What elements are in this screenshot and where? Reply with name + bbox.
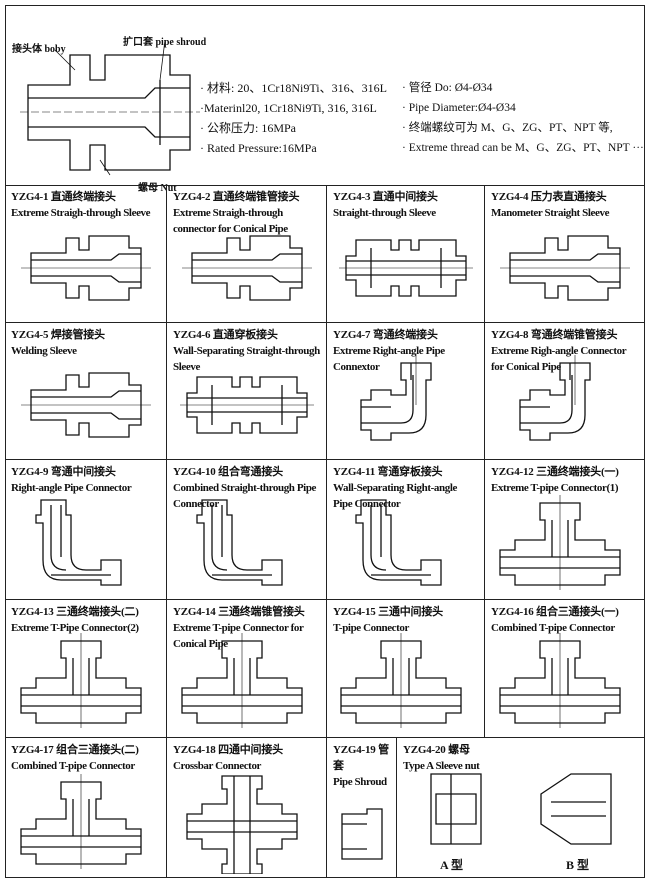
spec-thread-cn: · 终端螺纹可为 M、G、ZG、PT、NPT 等, [402,122,613,134]
fitting-code: YZG4-18 四通中间接头 [173,744,283,756]
elbow2-fitting-icon [355,499,442,586]
fitting-name: Wall-Separating Straight-through Sleeve [173,345,320,373]
fitting-cell: YZG4-6 直通穿板接头 Wall-Separating Straight-th… [167,323,327,460]
fitting-code: YZG4-14 三通终端锥管接头 [173,606,305,618]
fitting-code: YZG4-19 管套 [333,744,389,772]
fitting-cell: YZG4-20 螺母 Type A Sleeve nut [397,738,645,878]
tee-fitting-icon [499,495,621,590]
tee-fitting-icon [181,633,303,728]
spec-thread-en: · Extreme thread can be M、G、ZG、PT、NPT ··… [402,142,644,154]
fitting-cell: YZG4-4 压力表直通接头 Manometer Straight Sleeve [485,185,645,323]
fitting-cell: YZG4-16 组合三通接头(一) Combined T-pipe Connect… [485,600,645,738]
elbow2-fitting-icon [196,499,283,586]
fitting-code: YZG4-15 三通中间接头 [333,606,443,618]
fitting-name: Combined T-pipe Connector [491,622,615,634]
fitting-name: Extreme Straigh-through Sleeve [11,207,151,219]
fitting-code: YZG4-11 弯通穿板接头 [333,466,443,478]
cross-fitting-icon [186,775,298,874]
tee-fitting-icon [20,633,142,728]
fitting-code: YZG4-8 弯通终端锥管接头 [491,329,618,341]
catalog-frame [5,5,645,878]
fitting-cell: YZG4-7 弯通终端接头 Extreme Right-angle Pipe Co… [327,323,485,460]
fitting-code: YZG4-2 直通终端锥管接头 [173,191,300,203]
label-body: 接头体 boby [12,44,66,55]
spec-material-cn: · 材料: 20、1Cr18Ni9Ti、316、316L [200,81,387,95]
fitting-cell: YZG4-10 组合弯通接头 Combined Straight-through … [167,460,327,600]
fitting-cell: YZG4-11 弯通穿板接头 Wall-Separating Right-angl… [327,460,485,600]
divider [5,185,645,186]
fitting-code: YZG4-9 弯通中间接头 [11,466,116,478]
fitting-name: Wall-Separating Right-angle Pipe Connect… [333,482,457,510]
label-nut: 螺母 Nut [138,183,177,194]
fitting-code: YZG4-5 焊接管接头 [11,329,105,341]
spec-diameter-cn: · 管径 Do: Ø4-Ø34 [402,82,493,94]
fitting-cell: YZG4-14 三通终端锥管接头 Extreme T-pipe Connector… [167,600,327,738]
fitting-name: Straight-through Sleeve [333,207,436,219]
type-a-label: A 型 [440,858,464,872]
label-shroud: 扩口套 pipe shroud [123,37,207,48]
fitting-cell: YZG4-2 直通终端锥管接头 Extreme Straigh-through c… [167,185,327,323]
fitting-code: YZG4-20 螺母 [403,744,470,756]
fitting-cell: YZG4-19 管套 Pipe Shroud [327,738,397,878]
fitting-name: Type A Sleeve nut [403,760,480,772]
fitting-cell: YZG4-18 四通中间接头 Crossbar Connector [167,738,327,878]
fitting-name: Combined Straight-through Pipe Connector [173,482,317,510]
nut-fitting-icon [430,773,612,845]
fitting-name: Pipe Shroud [333,776,387,788]
spec-pressure-cn: · 公称压力: 16MPa [200,121,297,135]
fitting-name: Combined T-pipe Connector [11,760,135,772]
fitting-name: Welding Sleeve [11,345,77,357]
fitting-name: Extreme Straigh-through connector for Co… [173,207,288,235]
fitting-name: Extreme T-pipe Connector for Conical Pip… [173,622,304,650]
fitting-code: YZG4-7 弯通终端接头 [333,329,438,341]
specs-right: · 管径 Do: Ø4-Ø34 · Pipe Diameter:Ø4-Ø34 ·… [402,78,644,158]
fitting-cell: YZG4-5 焊接管接头 Welding Sleeve [5,323,167,460]
straight-fitting-icon [182,235,312,301]
fitting-name: Extreme T-pipe Connector(1) [491,482,619,494]
union-fitting-icon [339,239,473,297]
fitting-name: Manometer Straight Sleeve [491,207,610,219]
elbow-fitting-icon [519,355,591,441]
straight-fitting-icon [21,235,151,301]
fitting-code: YZG4-3 直通中间接头 [333,191,438,203]
tee-fitting-icon [340,633,462,728]
elbow2-fitting-icon [35,499,122,586]
fitting-code: YZG4-17 组合三通接头(二) [11,744,139,756]
fitting-code: YZG4-4 压力表直通接头 [491,191,607,203]
fitting-cell: YZG4-8 弯通终端锥管接头 Extreme Righ-angle Connec… [485,323,645,460]
elbow-fitting-icon [360,355,432,441]
fitting-name: T-pipe Connector [333,622,410,634]
fitting-code: YZG4-1 直通终端接头 [11,191,116,203]
spec-pressure-en: · Rated Pressure:16MPa [200,141,317,155]
tee-fitting-icon [20,774,142,869]
straight-fitting-icon [500,235,630,301]
shroud-fitting-icon [341,808,383,860]
fitting-name: Crossbar Connector [173,760,262,772]
fitting-name: Right-angle Pipe Connector [11,482,132,494]
spec-material-en: ·Materinl20, 1Cr18Ni9Ti, 316, 316L [200,101,377,115]
specs-left: · 材料: 20、1Cr18Ni9Ti、316、316L ·Materinl20… [200,78,387,158]
fitting-cell: YZG4-12 三通终端接头(一) Extreme T-pipe Connecto… [485,460,645,600]
fitting-cell: YZG4-1 直通终端接头 Extreme Straigh-through Sle… [5,185,167,323]
fitting-code: YZG4-16 组合三通接头(一) [491,606,619,618]
fitting-cell: YZG4-13 三通终端接头(二) Extreme T-Pipe Connecto… [5,600,167,738]
tee-fitting-icon [499,633,621,728]
fitting-cell: YZG4-17 组合三通接头(二) Combined T-pipe Connect… [5,738,167,878]
straight-fitting-icon [21,372,151,438]
union-fitting-icon [180,376,314,434]
sleeve-diagram [20,40,200,176]
fitting-name: Extreme Righ-angle Connector for Conical… [491,345,627,373]
spec-diameter-en: · Pipe Diameter:Ø4-Ø34 [402,102,516,114]
fitting-name: Extreme Right-angle Pipe Connextor [333,345,445,373]
fitting-cell: YZG4-15 三通中间接头 T-pipe Connector [327,600,485,738]
fitting-code: YZG4-6 直通穿板接头 [173,329,278,341]
type-b-label: B 型 [566,858,590,872]
fitting-cell: YZG4-3 直通中间接头 Straight-through Sleeve [327,185,485,323]
fitting-code: YZG4-12 三通终端接头(一) [491,466,619,478]
fitting-code: YZG4-13 三通终端接头(二) [11,606,139,618]
fitting-code: YZG4-10 组合弯通接头 [173,466,283,478]
fitting-cell: YZG4-9 弯通中间接头 Right-angle Pipe Connector [5,460,167,600]
fitting-name: Extreme T-Pipe Connector(2) [11,622,139,634]
